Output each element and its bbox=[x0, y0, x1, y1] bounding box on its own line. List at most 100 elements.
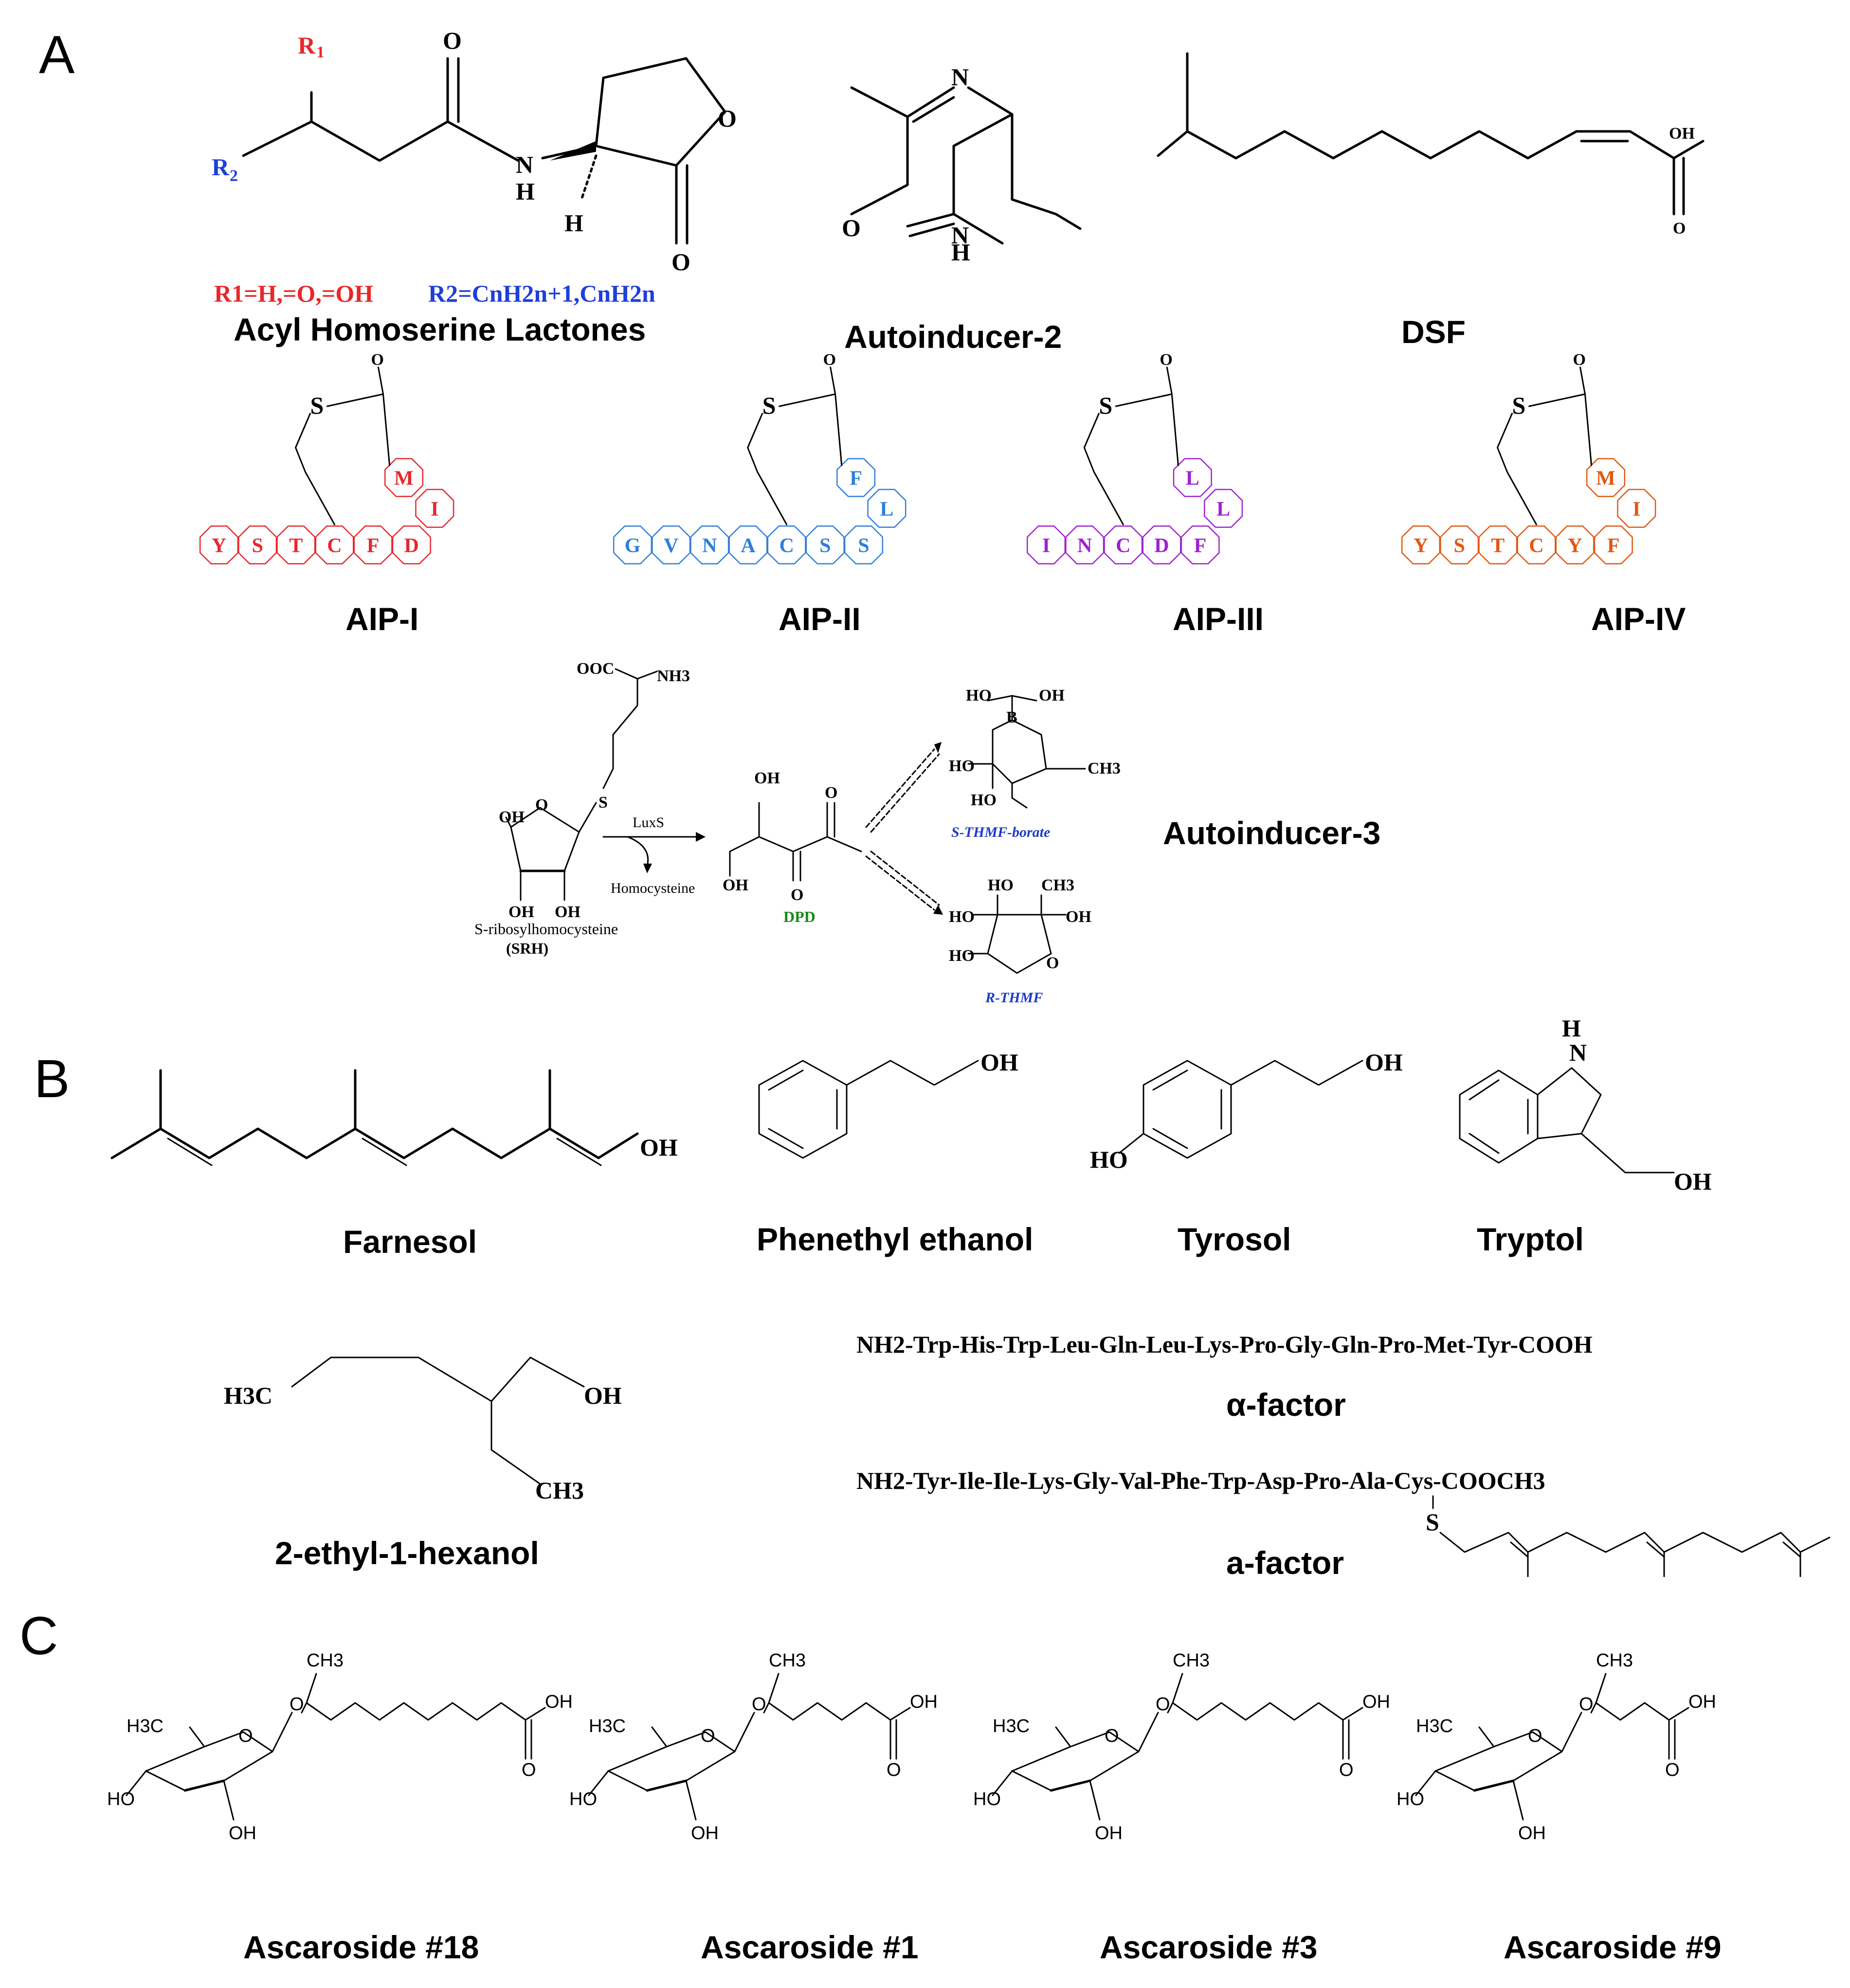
ai3-srh-name: S-ribosylhomocysteine bbox=[474, 920, 618, 938]
ascaroside-h3c: H3C bbox=[1416, 1716, 1453, 1736]
dsf-oh: OH bbox=[1669, 125, 1695, 143]
aip-residue-label: G bbox=[625, 535, 641, 557]
ai3-s: S bbox=[599, 794, 608, 812]
ascaroside-oh-ring: OH bbox=[1095, 1823, 1123, 1843]
aip-name: AIP-IV bbox=[1591, 601, 1686, 637]
ai3-rthmf-oh: OH bbox=[1066, 908, 1091, 926]
aip-residue-label: C bbox=[1529, 535, 1543, 557]
ahl-o-lactone: O bbox=[671, 248, 690, 275]
a-factor-tail: S bbox=[1426, 1495, 1831, 1577]
aip-residue-label: N bbox=[702, 535, 717, 557]
aip-residue: V bbox=[652, 525, 691, 565]
aip-residue: I bbox=[1617, 488, 1656, 528]
aip-residue: D bbox=[392, 525, 431, 565]
phenethyl-structure: OH bbox=[758, 1048, 1018, 1159]
ai2-n-top: N bbox=[951, 63, 969, 90]
aip-residue: I bbox=[415, 488, 454, 528]
ahl-o-ring: O bbox=[718, 105, 737, 132]
ai3-srh-oh1: OH bbox=[499, 808, 525, 826]
aip-s: S bbox=[1512, 392, 1525, 419]
aip-residue-label: I bbox=[1632, 498, 1640, 521]
tyrosol-structure: OH HO bbox=[1090, 1048, 1403, 1173]
aip-residue: L bbox=[867, 488, 907, 528]
aip-residue-label: L bbox=[1216, 498, 1230, 521]
ai3-srh-oh2: OH bbox=[508, 903, 534, 921]
ascaroside-ch3: CH3 bbox=[769, 1650, 806, 1671]
phenethyl-name: Phenethyl ethanol bbox=[757, 1221, 1033, 1257]
ascaroside-o-acid: O bbox=[522, 1760, 536, 1780]
ascaroside-name: Ascaroside #3 bbox=[1100, 1929, 1318, 1965]
ai3-srh-abbr: (SRH) bbox=[506, 940, 548, 957]
ai3-borate-ch3: CH3 bbox=[1088, 759, 1121, 777]
tyrosol-name: Tyrosol bbox=[1178, 1221, 1291, 1257]
aip-residue-label: T bbox=[289, 535, 303, 557]
ai2-name: Autoinducer-2 bbox=[844, 319, 1062, 355]
aip-residue-label: C bbox=[779, 535, 794, 557]
alpha-factor-sequence: NH2-Trp-His-Trp-Leu-Gln-Leu-Lys-Pro-Gly-… bbox=[856, 1331, 1593, 1358]
ai3-dpd-oh2: OH bbox=[723, 876, 748, 894]
ascaroside-o-glycosidic: O bbox=[1156, 1694, 1170, 1715]
ai3-dpd-oh: OH bbox=[754, 769, 780, 787]
farnesol-name: Farnesol bbox=[343, 1224, 477, 1260]
farnesol-structure: OH bbox=[110, 1069, 678, 1166]
ai3-rthmf-name: R-THMF bbox=[985, 990, 1043, 1006]
aip-residue: G bbox=[613, 525, 653, 565]
aip-name: AIP-II bbox=[779, 601, 861, 637]
phenethyl-oh: OH bbox=[980, 1048, 1018, 1076]
aip-residue-label: V bbox=[664, 535, 678, 557]
ai3-srh-o: O bbox=[535, 796, 548, 814]
farnesol-oh: OH bbox=[640, 1134, 678, 1161]
ethylhexanol-h3c: H3C bbox=[224, 1382, 272, 1409]
ascaroside-o-acid: O bbox=[1339, 1760, 1354, 1780]
ahl-n: N bbox=[516, 151, 533, 178]
aip-residue-label: F bbox=[1194, 535, 1207, 557]
ascaroside-h3c: H3C bbox=[993, 1716, 1030, 1736]
aip-residue-label: C bbox=[1116, 535, 1130, 557]
ascaroside-h3c: H3C bbox=[589, 1716, 626, 1736]
ascaroside-name: Ascaroside #18 bbox=[243, 1929, 479, 1965]
ai3-borate-oh: OH bbox=[1039, 687, 1065, 705]
ai3-srh-oh3: OH bbox=[555, 903, 580, 921]
aip-residue: M bbox=[1586, 458, 1626, 497]
aip-residue: S bbox=[1440, 525, 1479, 565]
aip-residue-label: Y bbox=[1567, 535, 1582, 557]
ascaroside-oh-acid: OH bbox=[1688, 1692, 1716, 1712]
ascaroside-ho: HO bbox=[1397, 1789, 1424, 1809]
dsf-name: DSF bbox=[1401, 314, 1466, 350]
aip-residue-label: I bbox=[431, 498, 438, 521]
ascaroside-name: Ascaroside #9 bbox=[1504, 1929, 1722, 1965]
aip-residue-label: F bbox=[850, 467, 862, 489]
ai3-nh3: NH3 bbox=[657, 667, 690, 685]
aip-residue-label: S bbox=[1453, 535, 1465, 557]
a-factor-name: a-factor bbox=[1226, 1545, 1344, 1581]
ai3-dpd-name: DPD bbox=[783, 908, 816, 925]
aip-residue: A bbox=[728, 525, 768, 565]
aip-residue: Y bbox=[1555, 525, 1595, 565]
ahl-h-stereo: H bbox=[564, 209, 583, 236]
aip-residue-label: Y bbox=[1414, 535, 1428, 557]
aip-o: O bbox=[1573, 351, 1585, 369]
a-factor-sequence: NH2-Tyr-Ile-Ile-Lys-Gly-Val-Phe-Trp-Asp-… bbox=[856, 1467, 1545, 1494]
ascaroside-o-glycosidic: O bbox=[290, 1694, 304, 1715]
aip-residue-label: C bbox=[327, 535, 342, 557]
aip-s: S bbox=[762, 392, 776, 419]
ai3-dpd-o2: O bbox=[825, 784, 837, 802]
ahl-h-amide: H bbox=[516, 178, 535, 205]
aip-residue-label: F bbox=[367, 535, 380, 557]
ascaroside-o-acid: O bbox=[1665, 1760, 1680, 1780]
ai3-rthmf-ch3: CH3 bbox=[1041, 876, 1074, 894]
aip-residue-label: Y bbox=[212, 535, 226, 557]
tryptol-oh: OH bbox=[1674, 1168, 1712, 1195]
aip-residue-label: D bbox=[1154, 535, 1169, 557]
aip-residue: M bbox=[384, 458, 424, 497]
aip-residue-label: M bbox=[394, 467, 414, 489]
aip-o: O bbox=[823, 351, 836, 369]
aip-residue: F bbox=[836, 458, 876, 497]
ai3-rthmf-ho: HO bbox=[988, 876, 1014, 894]
ahl-r1: R bbox=[298, 32, 316, 59]
ascaroside-oh-acid: OH bbox=[1362, 1692, 1390, 1712]
aip-residue: S bbox=[805, 525, 845, 565]
